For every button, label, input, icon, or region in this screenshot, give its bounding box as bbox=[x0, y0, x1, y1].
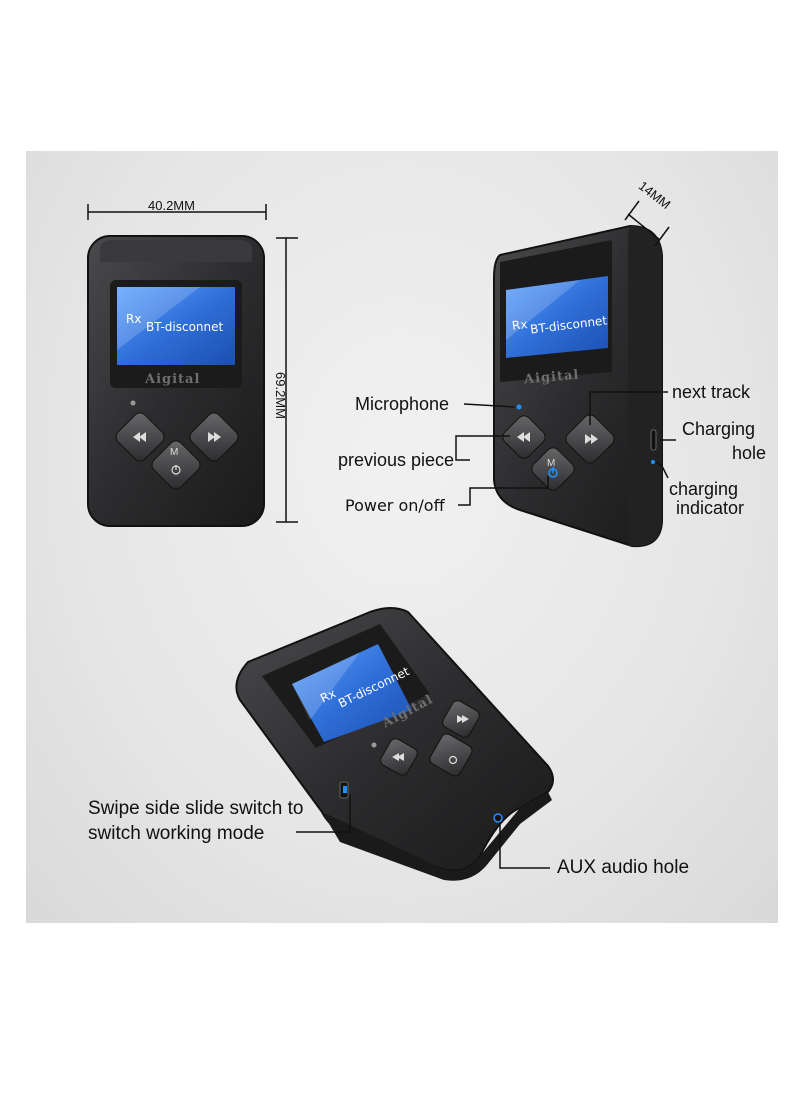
callout-charging-hole-line1: Charging bbox=[682, 419, 756, 439]
screen-status-front: BT-disconnet bbox=[146, 320, 224, 334]
device-front-view bbox=[87, 204, 298, 527]
callout-previous-piece: previous piece bbox=[338, 450, 455, 470]
device-angled-view bbox=[455, 200, 676, 548]
callout-charging-indicator-line1: charging bbox=[669, 479, 739, 499]
callout-microphone: Microphone bbox=[355, 394, 450, 414]
brand-logo-front: Aigital bbox=[145, 372, 201, 387]
callout-switch-line2: switch working mode bbox=[88, 823, 265, 844]
mode-button-label-front: M bbox=[170, 447, 179, 458]
mode-button-label-angled: M bbox=[547, 458, 556, 469]
callout-switch-line1: Swipe side slide switch to bbox=[88, 798, 304, 819]
screen-angled bbox=[506, 276, 608, 358]
callout-aux: AUX audio hole bbox=[557, 857, 690, 878]
width-dimension: 40.2MM bbox=[148, 198, 195, 213]
screen-tilted bbox=[292, 644, 412, 742]
screen-mode-front: Rx bbox=[126, 312, 142, 326]
screen-front bbox=[117, 287, 235, 365]
callout-charging-hole-line2: hole bbox=[732, 443, 767, 463]
callout-power: Power on/off bbox=[345, 496, 445, 515]
screen-mode-angled: Rx bbox=[511, 317, 529, 333]
height-dimension: 69.2MM bbox=[273, 372, 288, 419]
device-tilted-view bbox=[235, 607, 554, 881]
callout-charging-indicator-line2: indicator bbox=[676, 498, 745, 518]
callout-next-track: next track bbox=[672, 382, 751, 402]
